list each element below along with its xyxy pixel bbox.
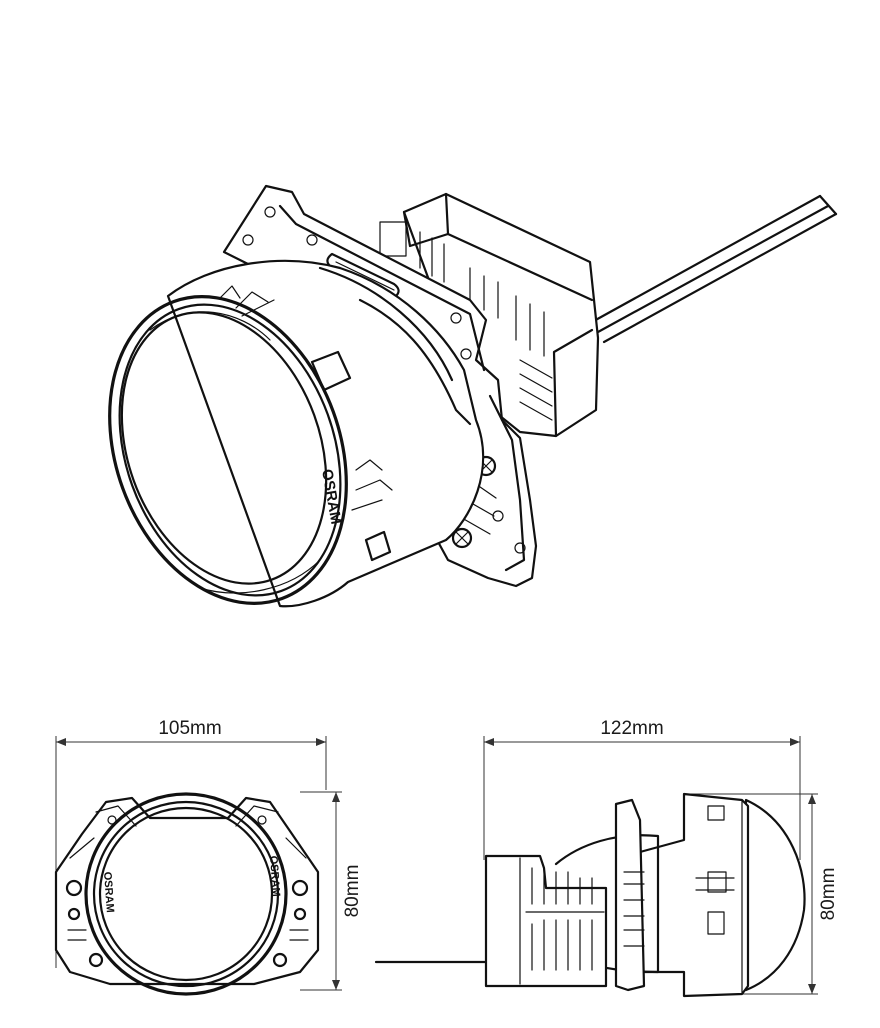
side-bracket-plate [614,798,646,992]
front-brand-label-right: OSRAM [267,855,282,897]
front-height-dimension [300,791,342,991]
side-view: 122mm 80mm [374,718,839,998]
side-heatsink [484,854,608,988]
side-length-dimension [483,736,801,860]
side-lens-dome [744,798,806,992]
side-barrel [638,792,750,998]
side-heatsink-fins [525,867,605,971]
front-view: 105mm 80mm [54,718,363,996]
wire-bundle [590,194,838,344]
front-brand-label-left: OSRAM [101,871,116,913]
front-bracket-screws [65,815,309,968]
side-length-label: 122mm [600,718,663,739]
front-width-label: 105mm [158,718,221,739]
front-height-label: 80mm [342,865,363,918]
front-lens [108,295,348,605]
lens-barrel [166,259,485,608]
isometric-projector-view: OSRAM [108,184,838,608]
front-lens-rings [84,792,288,996]
side-height-label: 80mm [818,868,839,921]
front-bracket [54,796,320,986]
